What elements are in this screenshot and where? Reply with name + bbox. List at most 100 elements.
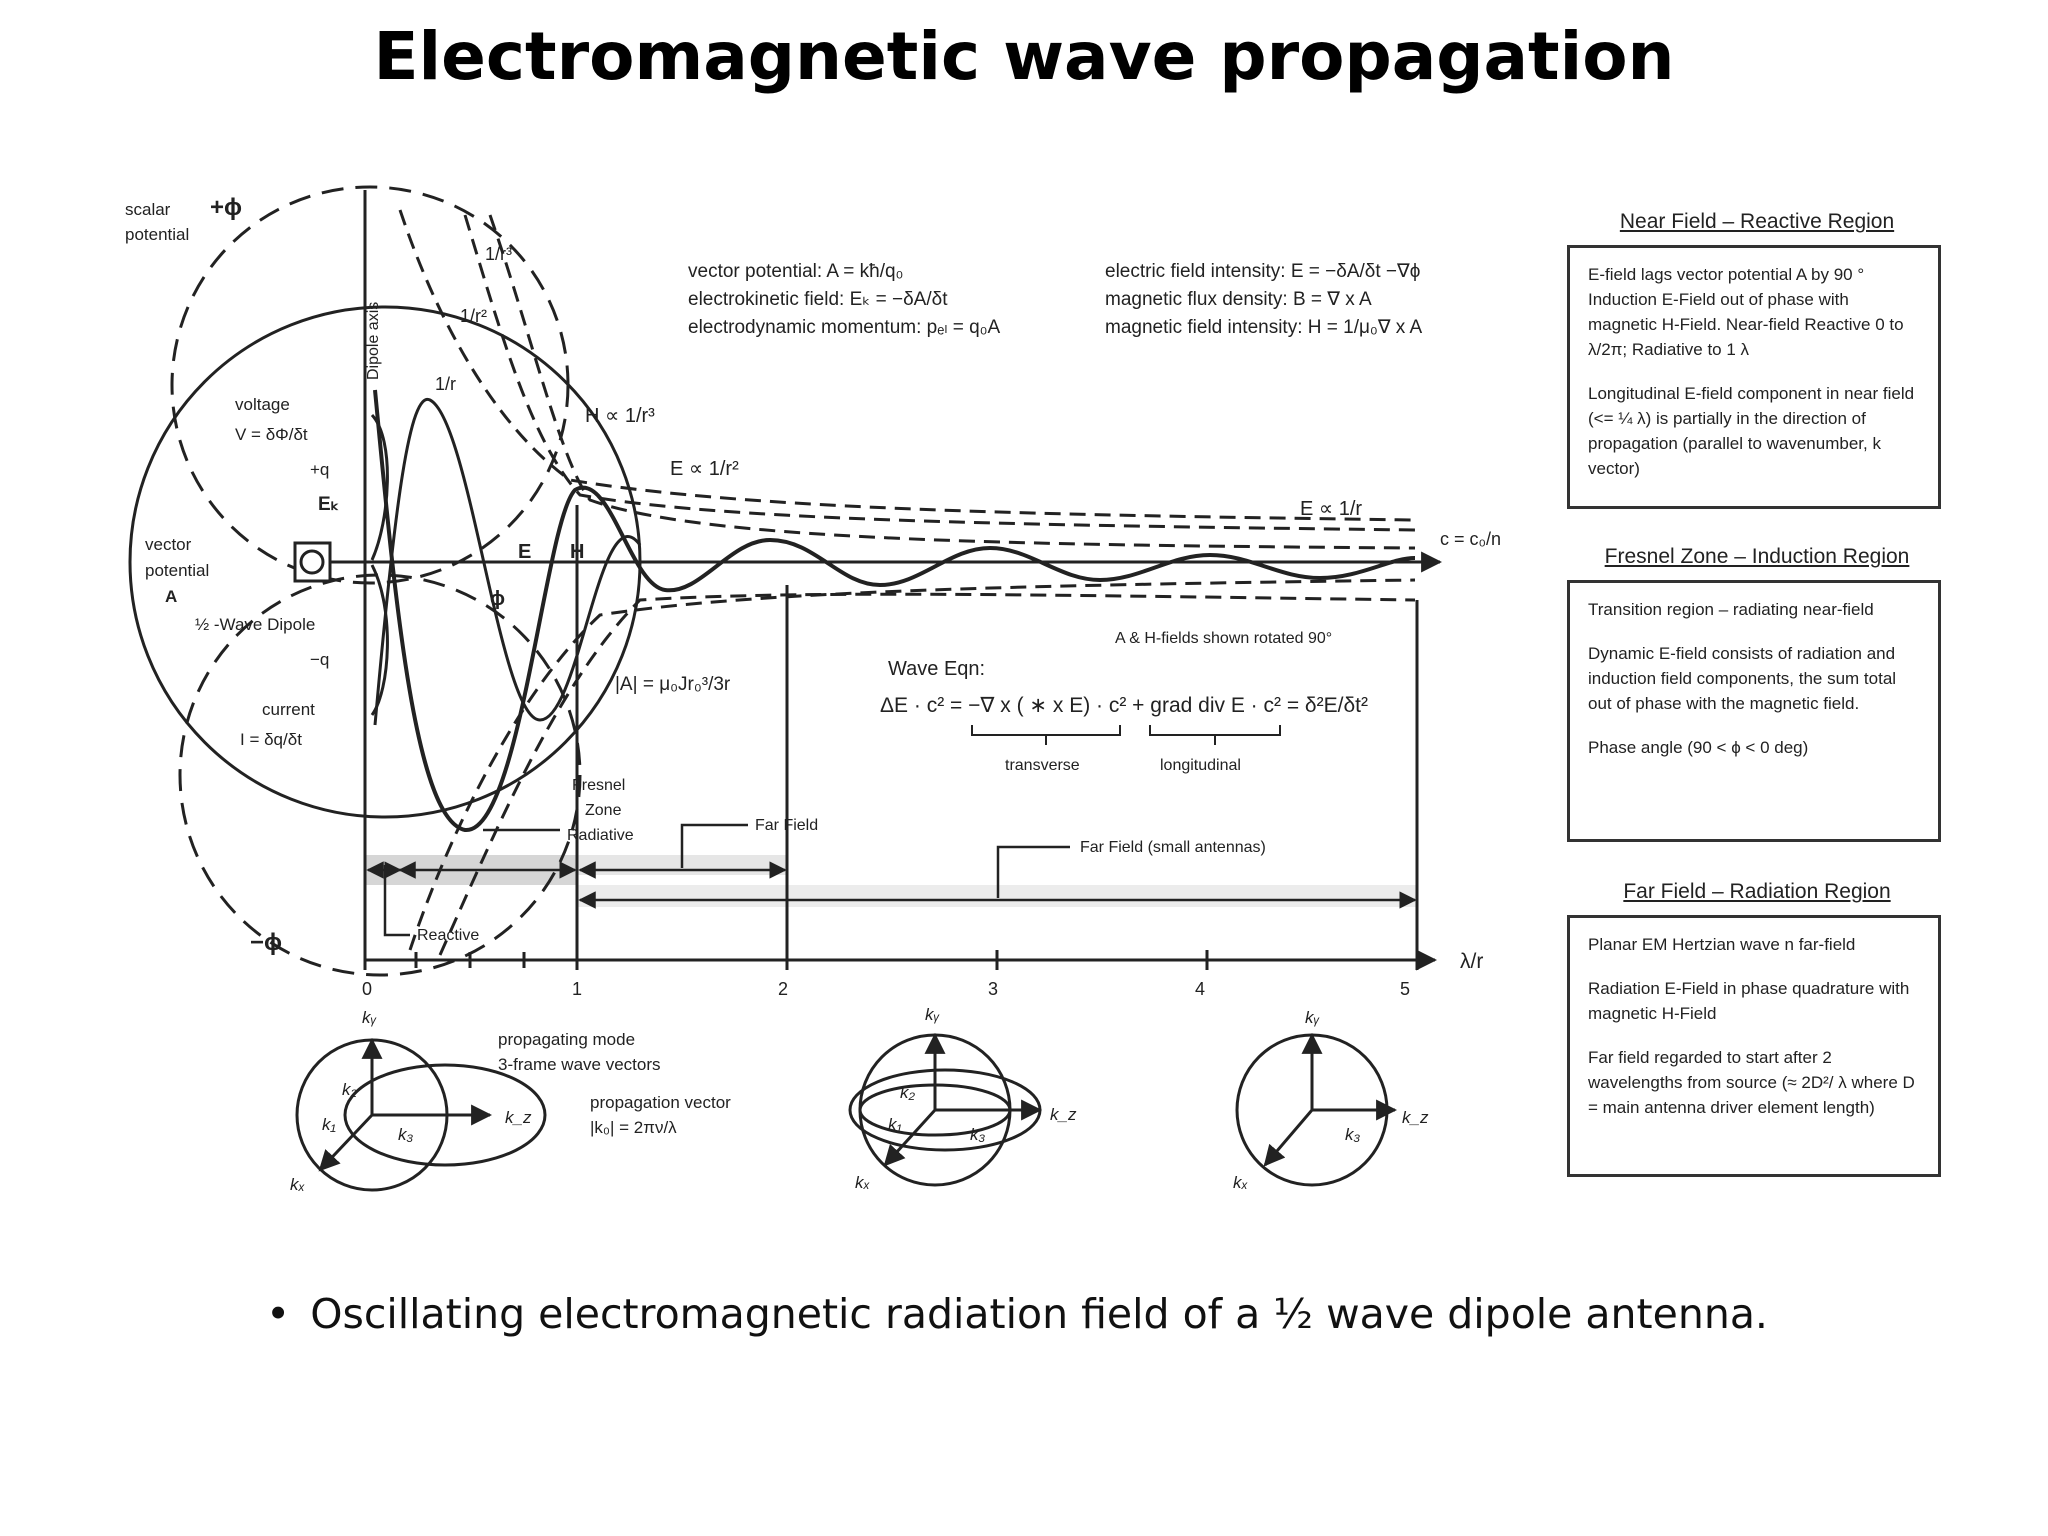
tick-label-3: 3 (988, 979, 998, 999)
wave-eqn-label: Wave Eqn: (888, 658, 985, 680)
propagating-mode-line-1: propagating mode (498, 1030, 635, 1049)
current-formula: I = δq/δt (240, 730, 302, 749)
k-frame-1-ellipse (343, 1063, 547, 1167)
k-frame-1-ky: kᵧ (362, 1008, 378, 1027)
k-frame-2-kx: kₓ (855, 1173, 871, 1192)
decay-curve-r-upper (398, 209, 1416, 522)
panel-fresnel-zone-text-1: Transition region – radiating near-field (1588, 600, 1874, 619)
plus-phi-label: +ϕ (210, 194, 242, 221)
transverse-label: transverse (1005, 757, 1080, 774)
equation-magnetic-field: magnetic field intensity: H = 1/μ₀∇ x A (1105, 317, 1423, 338)
h-wave-label: H (570, 541, 584, 563)
c-label: c = c₀/n (1440, 529, 1501, 549)
lower-potential-lobe (178, 573, 582, 977)
k-frame-1-kx-axis (318, 1113, 374, 1172)
rotated-note: A & H-fields shown rotated 90° (1115, 630, 1332, 647)
x-axis-ticks (363, 950, 1419, 970)
axis-label-lambda-r: λ/r (1460, 950, 1483, 973)
voltage-formula: V = δΦ/δt (235, 425, 308, 444)
transverse-brace (971, 725, 1121, 745)
bullet-icon: • (266, 1290, 291, 1338)
k-frame-3-k3: k₃ (1345, 1125, 1361, 1144)
equation-magnetic-flux: magnetic flux density: B = ∇ x A (1105, 289, 1372, 310)
tick-label-4: 4 (1195, 979, 1205, 999)
dipole-source-circle (299, 549, 325, 575)
fresnel-label-1: Fresnel (572, 777, 625, 794)
ek-label: Eₖ (318, 494, 339, 515)
propagation-vector-line-1: propagation vector (590, 1093, 731, 1112)
k-frame-3-kx: kₓ (1233, 1173, 1249, 1192)
k-frame-2-kx-axis (883, 1108, 937, 1167)
equation-vector-potential: vector potential: A = kħ/q₀ (688, 261, 903, 282)
decay-curve-r-lower (408, 578, 1416, 951)
half-wave-dipole-label: ½ -Wave Dipole (195, 615, 315, 634)
tick-label-5: 5 (1400, 979, 1410, 999)
slide-title: Electromagnetic wave propagation (373, 18, 1675, 95)
k-frame-2-labels: kᵧ kₓ k_z k₂ k₁ k₃ (855, 1005, 1077, 1192)
h-prop-label: H ∝ 1/r³ (585, 405, 655, 427)
inv-r-label: 1/r (435, 374, 456, 394)
inv-r2-label: 1/r² (460, 306, 487, 326)
panel-far-field-text-2: Radiation E-Field in phase quadrature wi… (1588, 979, 1910, 1023)
far-field-label: Far Field (755, 817, 818, 834)
vector-potential-line-1: vector (145, 535, 192, 554)
propagating-mode-line-2: 3-frame wave vectors (498, 1055, 661, 1074)
panel-far-field-text-3: Far field regarded to start after 2 wave… (1588, 1048, 1915, 1117)
zone-labels: Fresnel Zone Radiative Far Field Far Fie… (417, 777, 1266, 944)
k-frame-1-kx: kₓ (290, 1175, 306, 1194)
k-frame-1 (295, 1037, 547, 1192)
dipole-lower-arm (370, 564, 389, 716)
k-frame-3 (1235, 1032, 1398, 1187)
panel-near-field-text-1: E-field lags vector potential A by 90 ° … (1588, 265, 1904, 359)
minus-q-label: −q (310, 650, 329, 669)
scalar-potential-line-1: scalar (125, 200, 171, 219)
longitudinal-brace (1149, 725, 1281, 745)
left-labels: scalar potential +ϕ −ϕ voltage V = δΦ/δt… (125, 194, 382, 956)
k-frame-1-labels: kᵧ kₓ k_z k₂ k₁ k₃ (290, 1008, 532, 1194)
tick-label-0: 0 (362, 979, 372, 999)
k-frame-3-kx-axis (1263, 1109, 1314, 1167)
inv-r3-label: 1/r³ (485, 244, 512, 264)
equation-electrokinetic-field: electrokinetic field: Eₖ = −δA/δt (688, 289, 948, 310)
e-wave-label: E (518, 541, 531, 563)
x-axis-tick-labels: 0 1 2 3 4 5 (362, 979, 1410, 999)
caption-text: Oscillating electromagnetic radiation fi… (310, 1290, 1768, 1338)
e-prop-r2-label: E ∝ 1/r² (670, 458, 739, 480)
k-frame-2 (848, 1032, 1043, 1187)
minus-phi-label: −ϕ (250, 929, 282, 956)
panel-heading-fresnel-zone: Fresnel Zone – Induction Region (1604, 545, 1910, 568)
panel-heading-far-field: Far Field – Radiation Region (1623, 880, 1891, 903)
equation-electric-field: electric field intensity: E = −δA/δt −∇ϕ (1105, 261, 1420, 282)
wave-eqn-braces (971, 725, 1281, 745)
curve-labels: 1/r³ 1/r² 1/r H ∝ 1/r³ E ∝ 1/r² E ∝ 1/r … (435, 244, 1501, 695)
panel-fresnel-zone-text-3: Phase angle (90 < ϕ < 0 deg) (1588, 738, 1809, 757)
decay-curves (398, 209, 1416, 956)
scalar-potential-line-2: potential (125, 225, 189, 244)
h-field-wave (373, 397, 642, 726)
tick-label-1: 1 (572, 979, 582, 999)
e-field-wave (373, 389, 1416, 833)
e-prop-r-label: E ∝ 1/r (1300, 498, 1362, 520)
leader-far-field (680, 823, 748, 868)
equation-electrodynamic-momentum: electrodynamic momentum: pₑₗ = q₀A (688, 317, 1001, 338)
k-frame-2-kz: k_z (1050, 1105, 1077, 1124)
k-frame-notes: propagating mode 3-frame wave vectors pr… (498, 1030, 731, 1137)
decay-curve-r2-upper (463, 214, 1416, 532)
upper-potential-lobe (170, 185, 570, 585)
plus-q-label: +q (310, 460, 329, 479)
propagation-vector-line-2: |k₀| = 2πν/λ (590, 1118, 677, 1137)
voltage-label: voltage (235, 395, 290, 414)
k-frame-1-k2: k₂ (342, 1080, 358, 1099)
k-frame-1-k1: k₁ (322, 1115, 336, 1134)
k-frame-2-ky: kᵧ (925, 1005, 941, 1024)
k-frame-2-k3: k₃ (970, 1125, 986, 1144)
vector-potential-line-2: potential (145, 561, 209, 580)
k-frame-3-ky: kᵧ (1305, 1008, 1321, 1027)
vector-potential-line-3: A (165, 587, 177, 606)
k-frame-2-k2: k₂ (900, 1083, 916, 1102)
k-frame-3-labels: kᵧ kₓ k_z k₃ (1233, 1008, 1429, 1192)
panel-near-field: E-field lags vector potential A by 90 ° … (1567, 245, 1941, 509)
panel-near-field-text-2: Longitudinal E-field component in near f… (1588, 384, 1915, 478)
fresnel-label-2: Zone (585, 802, 622, 819)
